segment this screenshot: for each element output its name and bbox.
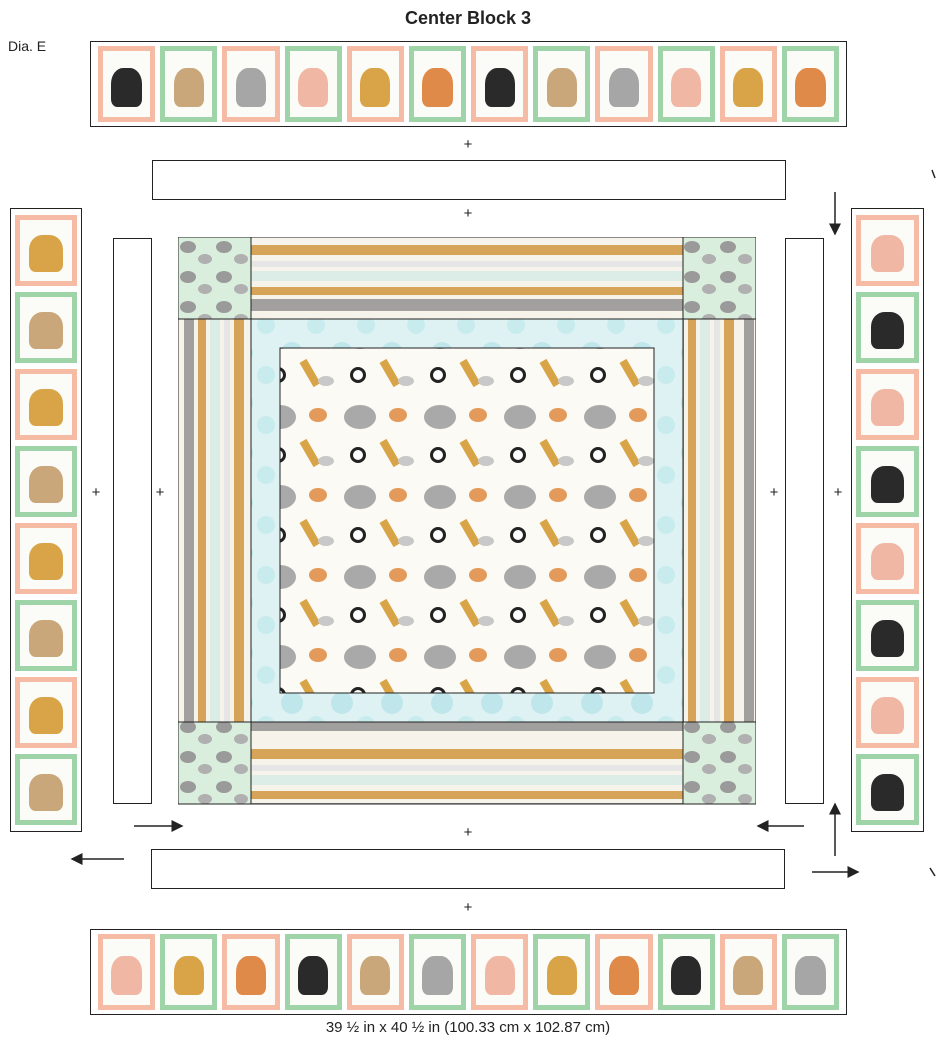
tiger-picture: [236, 956, 266, 996]
panel-tile-elephant: [409, 934, 466, 1010]
giraffe-picture: [174, 956, 204, 996]
panel-tile-giraffe: [533, 934, 590, 1010]
finished-size-caption: 39 ½ in x 40 ½ in (100.33 cm x 102.87 cm…: [0, 1019, 936, 1036]
giraffe-picture: [547, 956, 577, 996]
arrow-icon: [932, 170, 935, 178]
panel-tile-elephant: [782, 934, 839, 1010]
panel-tile-balloon: [98, 934, 155, 1010]
ark-picture: [733, 956, 763, 996]
panda-picture: [671, 956, 701, 996]
panel-tile-tiger: [222, 934, 279, 1010]
panel-tile-balloon: [471, 934, 528, 1010]
plus-icon: +: [458, 825, 478, 841]
panel-tile-panda: [658, 934, 715, 1010]
panda-picture: [298, 956, 328, 996]
plus-icon: +: [458, 900, 478, 916]
panel-tile-tiger: [595, 934, 652, 1010]
bottom-panel-border: [90, 929, 847, 1015]
arrow-icon: [930, 868, 935, 876]
elephant-picture: [422, 956, 452, 996]
elephant-picture: [795, 956, 825, 996]
panel-tile-panda: [285, 934, 342, 1010]
panel-tile-ark: [347, 934, 404, 1010]
balloon-picture: [485, 956, 515, 996]
bottom-plain-strip: [151, 849, 785, 889]
ark-picture: [360, 956, 390, 996]
panel-tile-giraffe: [160, 934, 217, 1010]
balloon-picture: [111, 956, 141, 996]
tiger-picture: [609, 956, 639, 996]
panel-tile-ark: [720, 934, 777, 1010]
